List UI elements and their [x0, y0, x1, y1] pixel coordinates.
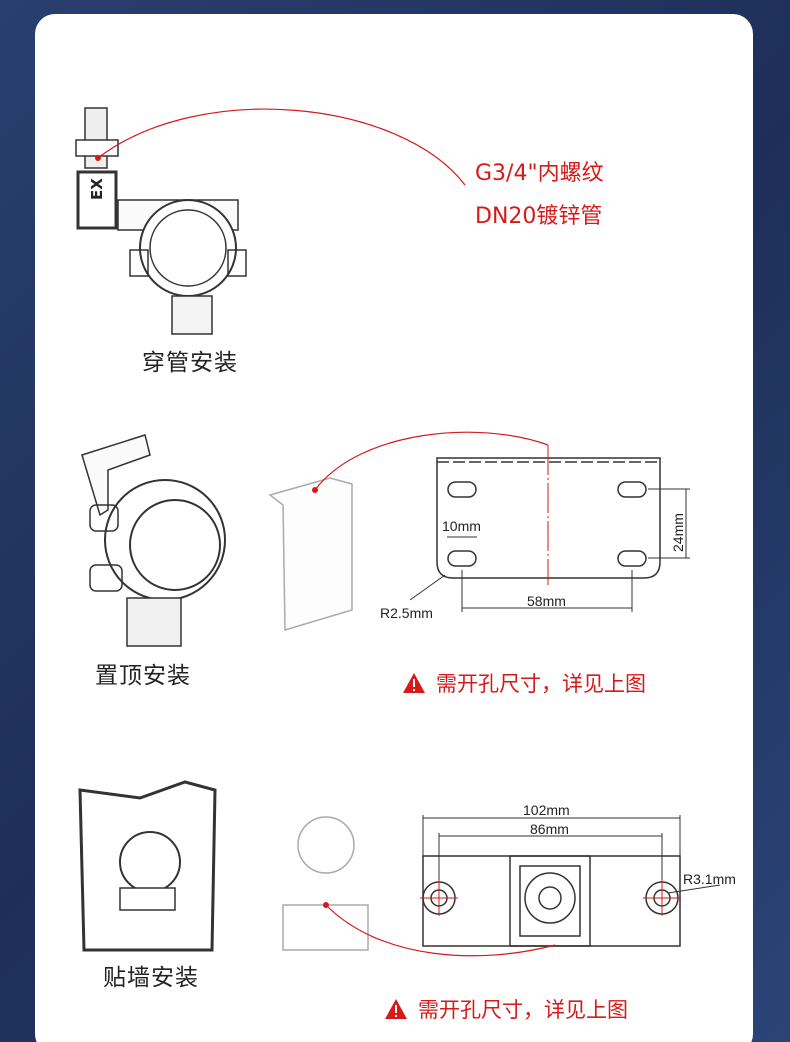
pipe-install-label: 穿管安装 — [142, 350, 238, 376]
top-plate-diagram — [409, 445, 690, 612]
wall-install-label: 贴墙安装 — [103, 965, 199, 991]
pipe-spec: DN20镀锌管 — [475, 204, 603, 229]
dim-slot-width: 10mm — [442, 518, 481, 534]
wall-mount-device-drawing — [78, 780, 217, 952]
wall-plate-diagram — [420, 815, 721, 947]
wall-install-note: 需开孔尺寸，详见上图 — [384, 994, 628, 1024]
dim-hole-radius: R3.1mm — [683, 871, 736, 887]
wall-support-drawing — [282, 816, 369, 951]
top-install-note: 需开孔尺寸，详见上图 — [402, 668, 646, 698]
thread-spec: G3/4"内螺纹 — [475, 161, 604, 186]
dim-slot-spacing-v: 24mm — [670, 513, 686, 552]
dim-corner-radius: R2.5mm — [380, 605, 433, 621]
note-text: 需开孔尺寸，详见上图 — [436, 672, 646, 696]
top-mount-device-drawing — [81, 434, 226, 647]
pipe-mount-device-drawing — [75, 107, 247, 335]
warning-icon — [403, 673, 425, 693]
dim-slot-spacing-h: 58mm — [527, 593, 566, 609]
dim-hole-spacing: 86mm — [530, 821, 569, 837]
top-install-label: 置顶安装 — [95, 663, 191, 689]
dim-overall-width: 102mm — [523, 802, 570, 818]
ex-mark: EX — [88, 178, 106, 200]
bracket-drawing — [268, 477, 353, 632]
note-text: 需开孔尺寸，详见上图 — [418, 998, 628, 1022]
warning-icon — [385, 999, 407, 1019]
